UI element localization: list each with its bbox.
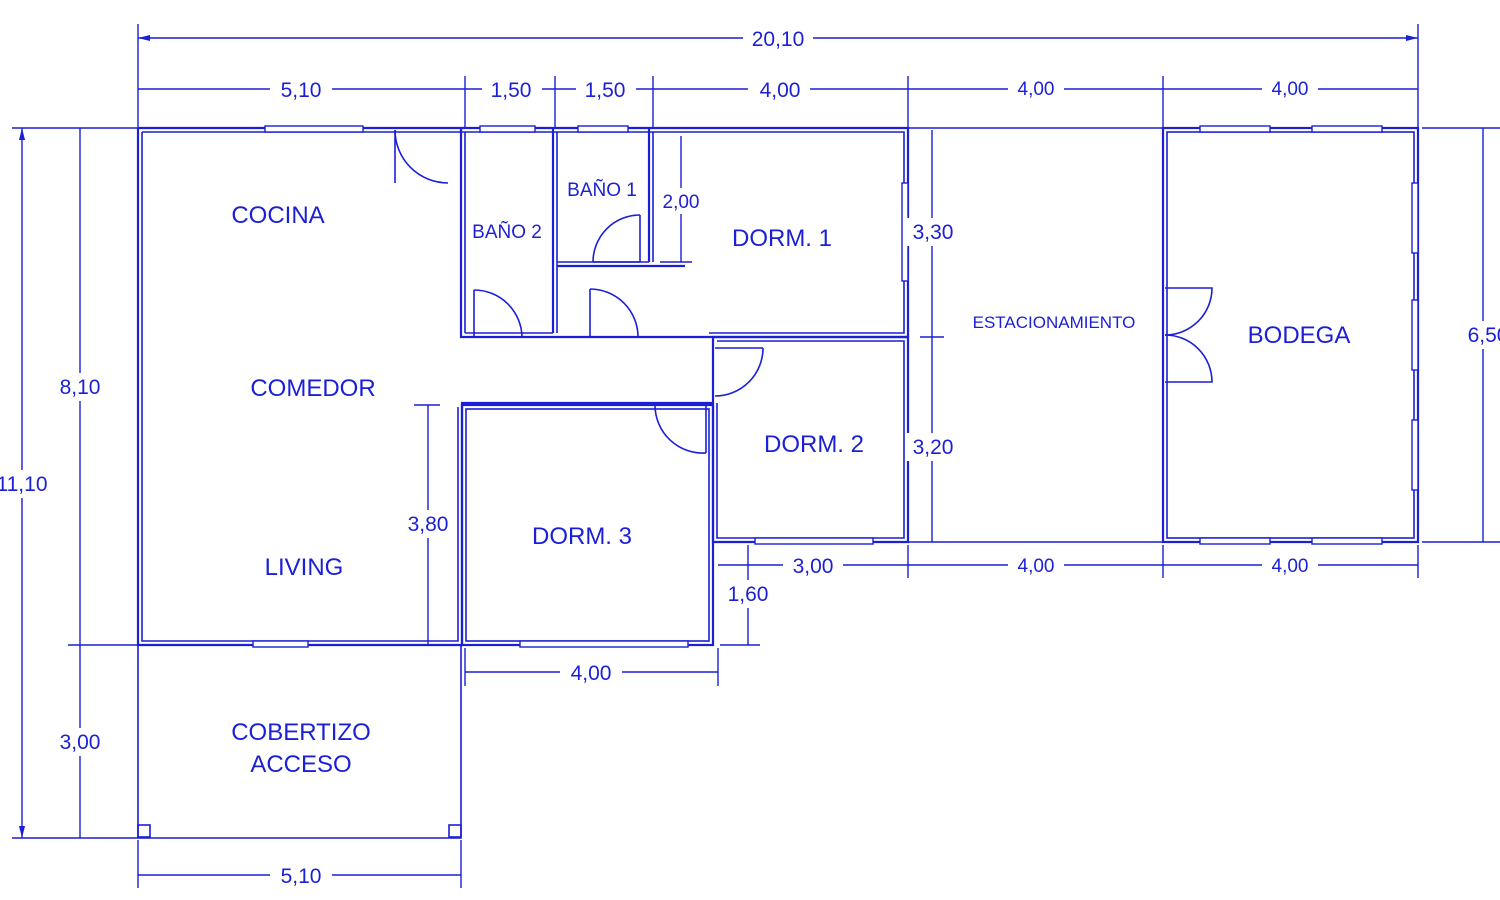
label-bano-2: BAÑO 2 [472, 221, 542, 243]
dim-top-cocina: 5,10 [281, 79, 322, 102]
dim-total-width: 20,10 [752, 28, 805, 51]
dim-top-bano1: 1,50 [585, 79, 626, 102]
label-acceso: ACCESO [250, 751, 351, 778]
label-dorm-2: DORM. 2 [764, 431, 864, 458]
dim-bottom-estacionamiento: 4,00 [1018, 556, 1055, 577]
dim-dorm2-height: 3,20 [913, 436, 954, 459]
windows [252, 125, 1419, 648]
dim-top-estacionamiento: 4,00 [1018, 79, 1055, 100]
dimension-labels: 20,10 5,10 1,50 1,50 4,00 4,00 4,00 11,1… [0, 26, 1500, 888]
label-dorm-1: DORM. 1 [732, 225, 832, 252]
dim-bottom-cobertizo: 5,10 [281, 865, 322, 888]
label-cocina: COCINA [231, 202, 324, 229]
label-estacionamiento: ESTACIONAMIENTO [973, 313, 1136, 332]
dim-top-bano2: 1,50 [491, 79, 532, 102]
dim-left-total: 11,10 [0, 473, 48, 496]
dim-dorm2-width: 3,00 [793, 555, 834, 578]
label-living: LIVING [265, 554, 344, 581]
label-dorm-3: DORM. 3 [532, 523, 632, 550]
dim-top-bodega: 4,00 [1272, 79, 1309, 100]
dim-left-main: 8,10 [60, 376, 101, 399]
dim-top-dorm1: 4,00 [760, 79, 801, 102]
dim-dorm1-height: 3,30 [913, 221, 954, 244]
dim-living-depth: 3,80 [408, 513, 449, 536]
dim-dorm3-width: 4,00 [571, 662, 612, 685]
dim-left-cobertizo: 3,00 [60, 731, 101, 754]
doors [394, 129, 1213, 454]
dim-bottom-bodega: 4,00 [1272, 556, 1309, 577]
room-labels: COCINA COMEDOR LIVING BAÑO 2 BAÑO 1 DORM… [231, 179, 1350, 778]
dimension-lines [12, 24, 1500, 888]
label-comedor: COMEDOR [250, 375, 375, 402]
label-cobertizo: COBERTIZO [231, 719, 371, 746]
label-bano-1: BAÑO 1 [567, 179, 637, 201]
dim-bano1-depth: 2,00 [663, 192, 700, 213]
dim-dorm3-step: 1,60 [728, 583, 769, 606]
label-bodega: BODEGA [1248, 322, 1351, 349]
dim-right-height: 6,50 [1468, 324, 1500, 347]
